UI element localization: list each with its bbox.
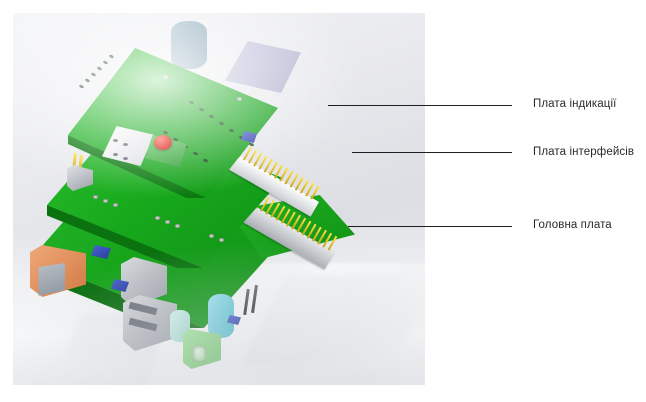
callout-label-main: Головна плата	[533, 219, 612, 231]
white-module-hole-2	[123, 143, 128, 146]
blue-smd-top-board	[241, 131, 257, 143]
board-interfaces-pad-8	[219, 238, 224, 242]
blue-smd-component-c	[227, 315, 241, 325]
board-interfaces-pad-6	[175, 224, 180, 228]
blue-smd-component-a	[91, 245, 111, 259]
mounting-hole-mid	[237, 97, 242, 101]
leader-line-main	[348, 226, 512, 227]
board-interfaces-pad-1	[93, 195, 98, 199]
board-indication	[68, 48, 278, 198]
pcb-stack-render	[13, 13, 425, 385]
leader-line-interfaces	[352, 152, 512, 153]
blue-smd-component-b	[111, 279, 129, 292]
red-push-button	[154, 135, 172, 150]
callout-label-interfaces: Плата інтерфейсів	[533, 146, 635, 158]
board-interfaces-pad-7	[209, 234, 214, 238]
callout-label-indication: Плата індикації	[533, 98, 617, 110]
white-module-hole-1	[113, 139, 118, 142]
mounting-hole-top	[163, 75, 168, 79]
terminal-block-screw-hole	[193, 346, 206, 362]
white-module-hole-3	[113, 153, 118, 156]
white-module-hole-4	[123, 157, 128, 160]
board-interfaces-pad-3	[113, 203, 118, 207]
leader-line-indication	[328, 105, 512, 106]
board-interfaces-pad-2	[103, 199, 108, 203]
board-interfaces-pad-5	[165, 220, 170, 224]
rj45-port-opening	[38, 263, 65, 296]
board-interfaces-pad-4	[155, 216, 160, 220]
blue-cylinder-capacitor	[171, 21, 207, 69]
